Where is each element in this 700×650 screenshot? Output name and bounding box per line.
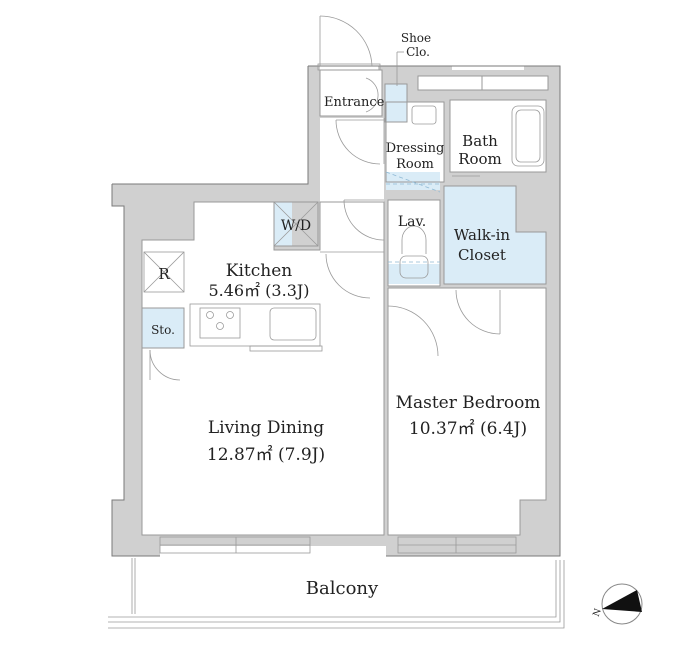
bath-room-space <box>450 100 546 172</box>
doors <box>149 77 501 381</box>
ld-door-swing <box>325 253 371 299</box>
dressing-diag <box>385 171 441 193</box>
wd-label: W/D <box>281 218 311 234</box>
master-bedroom-label: Master Bedroom <box>396 393 541 413</box>
storage-outline <box>141 307 185 349</box>
balcony-rail-2 <box>108 560 561 623</box>
compass-label: N <box>592 607 604 618</box>
kitchen-label: Kitchen <box>226 261 292 281</box>
entrance-door-gap <box>320 60 378 70</box>
wic-door-swing <box>455 289 501 335</box>
dressing-storage-fill <box>386 172 440 190</box>
entrance-label: Entrance <box>324 95 385 110</box>
room-spaces <box>142 70 548 535</box>
burner-icon <box>216 322 224 330</box>
balcony <box>108 558 565 629</box>
lav-door-swing <box>343 199 385 241</box>
lav-outline <box>387 199 441 287</box>
sink-icon <box>269 307 317 341</box>
hall-door-swing <box>335 119 381 165</box>
shoe-closet-fill <box>385 84 407 122</box>
walk-in-closet-label-2: Closet <box>458 246 506 264</box>
wd-outline <box>273 201 319 247</box>
bath-outline <box>449 99 547 173</box>
entrance-door-swing <box>319 15 373 67</box>
top-shelf-outline <box>417 75 549 91</box>
basin-icon <box>411 105 437 125</box>
bedroom-outline <box>387 287 547 536</box>
hall-space <box>320 118 384 202</box>
outline-top-left <box>112 66 309 185</box>
shoe-closet-label-2: Clo. <box>406 45 430 59</box>
outline-left <box>111 184 160 557</box>
storage-areas <box>142 84 546 348</box>
windows <box>159 536 517 554</box>
living-dining-area: 12.87㎡ (7.9J) <box>207 445 325 465</box>
walk-in-closet-label-1: Walk-in <box>454 226 511 244</box>
fridge-cross-2 <box>143 251 185 293</box>
room-labels: Entrance Shoe Clo. Dressing Room Bath Ro… <box>151 31 540 599</box>
walk-in-closet-fill <box>444 186 546 284</box>
wd-cross-2 <box>273 201 319 247</box>
master-bedroom-space <box>388 288 546 535</box>
shoe-closet-label-1: Shoe <box>401 31 431 45</box>
bedroom-door-swing <box>387 305 439 357</box>
balcony-rail-3 <box>108 560 565 629</box>
balcony-rail-1 <box>108 560 557 618</box>
bath-room-label-1: Bath <box>462 132 498 150</box>
storage-fill <box>142 308 184 348</box>
storage-label: Sto. <box>151 323 175 337</box>
outline-right <box>308 65 561 557</box>
counter-edge <box>249 345 323 352</box>
wd-fill <box>274 202 292 246</box>
kitchen-area: 5.46㎡ (3.3J) <box>208 281 309 300</box>
master-bedroom-area: 10.37㎡ (6.4J) <box>409 419 527 439</box>
top-shelf-space <box>418 76 548 90</box>
fixtures <box>143 105 545 352</box>
burner-icon <box>206 311 214 319</box>
bath-room-label-2: Room <box>458 150 502 168</box>
outlines <box>111 65 561 557</box>
kitchen-living-space <box>142 202 384 535</box>
wic-outline <box>443 185 547 285</box>
lavatory-label: Lav. <box>398 214 426 230</box>
dressing-room-label-2: Room <box>396 157 434 172</box>
refrigerator-label: R <box>158 265 170 283</box>
north-arrow-icon <box>602 590 642 612</box>
shoe-closet-door-swing <box>365 77 379 113</box>
storage-door-swing <box>149 349 181 381</box>
bathtub-inner <box>515 109 541 163</box>
shoe-closet-outline <box>384 83 408 123</box>
balcony-label: Balcony <box>306 578 379 599</box>
stove-icon <box>199 307 241 339</box>
entrance-threshold <box>317 63 381 71</box>
lav-floor-fill <box>388 264 440 284</box>
dressing-room-label-1: Dressing <box>386 141 445 156</box>
toilet-icon <box>401 225 427 254</box>
burner-icon <box>226 311 234 319</box>
entrance-door <box>317 15 381 71</box>
toilet-tank <box>399 255 429 279</box>
bathtub-icon <box>511 105 545 167</box>
dressing-outline <box>385 101 445 183</box>
refrigerator-icon <box>143 251 185 293</box>
living-dining-label: Living Dining <box>208 418 324 438</box>
compass: N <box>592 583 643 625</box>
